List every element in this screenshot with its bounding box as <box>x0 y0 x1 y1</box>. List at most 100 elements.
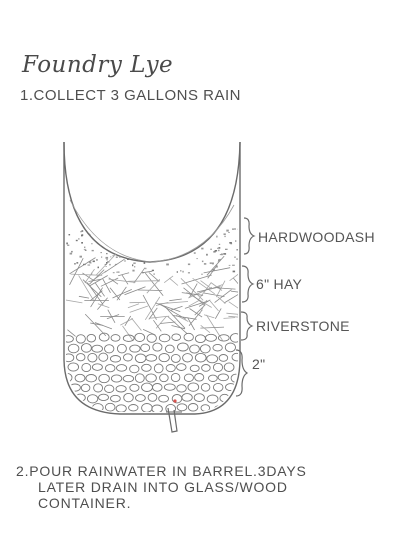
ash-speck <box>182 253 183 254</box>
river-stone <box>195 374 204 382</box>
ash-speck <box>154 273 155 274</box>
ash-speck <box>190 246 193 248</box>
ash-speck <box>80 231 81 232</box>
ash-speck <box>197 238 199 240</box>
hay-stroke <box>150 316 169 318</box>
ash-speck <box>76 262 78 264</box>
ash-speck <box>76 240 78 241</box>
river-stone <box>86 375 97 382</box>
ash-speck <box>219 244 220 245</box>
river-stone <box>159 395 169 402</box>
river-stone <box>135 354 146 363</box>
hay-stroke <box>125 287 146 295</box>
ash-speck <box>224 236 225 237</box>
ash-speck <box>119 256 120 258</box>
ash-speck <box>127 244 130 246</box>
river-stone <box>64 354 74 362</box>
ash-speck <box>156 238 157 240</box>
ash-speck <box>217 248 218 249</box>
river-stone <box>188 383 199 391</box>
ash-speck <box>84 249 86 250</box>
ash-speck <box>84 247 85 248</box>
river-stone <box>172 334 181 341</box>
ash-speck <box>116 272 118 273</box>
ash-speck <box>71 251 73 253</box>
hay-stroke <box>105 259 125 272</box>
ash-speck <box>179 228 180 229</box>
ash-speck <box>175 237 178 238</box>
river-stone <box>184 333 193 341</box>
ash-speck <box>114 244 115 246</box>
ash-speck <box>233 271 236 273</box>
hay-stroke <box>197 287 221 292</box>
ash-speck <box>236 258 237 260</box>
ash-speck <box>134 266 135 267</box>
river-stone <box>177 404 187 411</box>
river-stone <box>117 365 127 372</box>
ash-speck <box>126 237 128 238</box>
river-stone <box>142 404 153 413</box>
ash-speck <box>238 229 239 230</box>
ash-speck <box>188 272 190 273</box>
ash-speck <box>115 228 117 230</box>
ash-speck <box>191 241 194 242</box>
ash-speck <box>69 234 71 235</box>
hay-stroke <box>224 318 236 319</box>
river-stone <box>105 385 114 392</box>
ash-speck <box>232 265 235 266</box>
hay-stroke <box>110 288 120 300</box>
label-stone-depth: 2" <box>252 356 265 372</box>
river-stone <box>226 405 235 414</box>
hay-stroke <box>164 276 173 283</box>
ash-speck <box>142 232 145 234</box>
river-stone <box>130 365 139 373</box>
ash-speck <box>116 234 117 235</box>
river-stone <box>213 383 223 391</box>
river-stone <box>178 343 189 351</box>
depth-brace <box>236 350 247 396</box>
river-stone <box>141 344 150 351</box>
hay-stroke <box>207 256 224 275</box>
barrel-inner-shade <box>70 200 234 262</box>
river-stone <box>68 363 79 371</box>
river-stone <box>116 405 126 412</box>
river-stone <box>88 353 97 362</box>
hay-stroke <box>130 306 148 312</box>
hay-stroke <box>188 317 195 330</box>
ash-speck <box>101 257 102 258</box>
river-stone <box>130 384 139 391</box>
hay-stroke <box>145 297 160 320</box>
ash-speck <box>179 231 180 233</box>
ash-speck <box>125 233 127 234</box>
ash-speck <box>216 236 217 238</box>
river-stone <box>99 394 109 400</box>
hay-stroke <box>128 304 139 308</box>
river-stone <box>160 374 169 382</box>
ash-speck <box>93 261 95 263</box>
river-stone <box>171 373 180 381</box>
ash-speck <box>210 262 212 264</box>
ash-speck <box>151 229 153 231</box>
ash-speck <box>166 264 169 266</box>
ash-speck <box>150 254 151 255</box>
stone-brace <box>241 312 252 340</box>
river-stone <box>142 364 152 371</box>
hay-stroke <box>160 322 175 324</box>
label-hardwood-ash: HARDWOODASH <box>258 229 375 245</box>
ash-speck <box>94 232 96 233</box>
hay-stroke <box>120 319 133 326</box>
river-stone <box>64 336 74 343</box>
river-stone <box>105 345 114 353</box>
ash-speck <box>144 262 146 264</box>
label-hay: 6" HAY <box>256 276 303 292</box>
ash-speck <box>150 247 152 249</box>
step-two-line-3: CONTAINER. <box>16 495 386 511</box>
ash-speck <box>223 253 226 255</box>
river-stone <box>136 395 146 402</box>
river-stone <box>165 345 174 353</box>
hay-stroke <box>91 288 103 308</box>
ash-speck <box>210 249 212 250</box>
ash-speck <box>155 230 157 231</box>
ash-speck <box>94 228 96 229</box>
hay-stroke <box>169 299 182 301</box>
